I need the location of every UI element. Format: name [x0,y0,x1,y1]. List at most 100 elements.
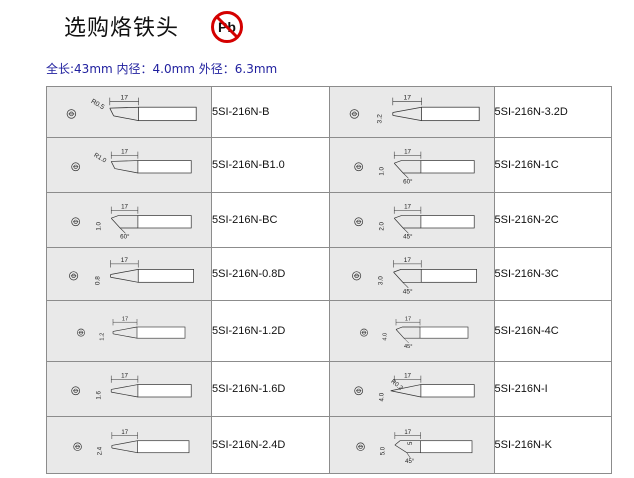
tip-body [419,440,472,454]
end-view-icon [355,442,365,451]
part-code-cell: 5SI-216N-0.8D [211,247,330,301]
part-code-cell: 5SI-216N-2.4D [211,416,330,474]
part-code: 5SI-216N-4C [494,325,559,337]
diameter-label: 5.0 [380,446,386,455]
diameter-label: 1.6 [96,390,103,399]
tip-diagram: 3.045°17 [351,257,477,295]
end-view-icon [73,442,82,451]
part-code: 5SI-216N-1.6D [212,383,286,395]
tip-diagram: 3.217 [349,95,480,124]
tip-body [137,215,192,229]
diameter-label: 4.0 [378,392,385,401]
end-view-icon [77,328,85,337]
tip-figure-cell: 1.2 17 [46,300,212,362]
angle-label: 60° [120,234,130,241]
end-view-icon [69,271,79,281]
radius-label: R1.0 [92,152,107,165]
tip-body [420,269,477,283]
part-code-cell: 5SI-216N-2C [493,192,612,248]
part-code-cell: 5SI-216N-I [493,361,612,417]
length-label: 17 [121,257,129,264]
length-label: 17 [404,430,411,436]
end-view-icon [353,386,363,396]
part-code-cell: 5SI-216N-BC [211,192,330,248]
tip-drawing: 5.045°517 [355,430,472,465]
part-code-cell: 5SI-216N-1.6D [211,361,330,417]
table-row: 0.8 17 5SI-216N-0.8D 3.0 45° 17 5SI-216N-3C [46,247,612,301]
tip-body [137,160,192,174]
diameter-label: 3.2 [376,114,383,124]
tip-drawing: 0.8 17 [69,257,194,285]
tip-drawing: 2.045°17 [353,203,475,241]
end-view-icon [71,386,81,396]
end-view-icon [353,162,363,172]
tip-drawing: R0.517 [66,95,197,122]
length-label: 17 [121,430,128,436]
length-label: 17 [122,317,128,323]
part-code-cell: 5SI-216N-4C [493,300,612,362]
tip-figure-cell: 2.4 17 [46,416,212,474]
end-view-icon [351,271,361,281]
tip-diagram: 1.2 17 [77,317,186,341]
tip-body [137,440,190,454]
radius-label: R0.5 [90,98,106,111]
part-code: 5SI-216N-I [494,383,548,395]
part-code: 5SI-216N-B1.0 [212,159,285,171]
diameter-label: 0.8 [94,276,101,285]
tip-diagram: 4.0R0.217 [353,372,475,401]
tip-figure-cell: 0.8 17 [46,247,212,301]
tip-drawing: 2.4 17 [73,430,190,455]
tip-body [419,326,468,339]
tip-body [136,326,186,339]
tip-body [137,269,194,283]
end-view-icon [353,217,363,227]
diameter-label: 1.2 [99,333,105,341]
tip-diagram: 2.4 17 [73,430,190,455]
angle-label: 60° [403,179,413,186]
tip-diagram: 1.6 17 [71,372,192,400]
part-code: 5SI-216N-2C [494,214,559,226]
length-label: 17 [404,148,411,155]
part-code-cell: 5SI-216N-3C [493,247,612,301]
angle-label: 45° [402,287,412,295]
part-code: 5SI-216N-1.2D [212,325,286,337]
tip-drawing: 3.045°17 [351,257,477,295]
angle-label: 45° [403,234,413,241]
end-view-icon [349,109,359,119]
end-view-icon [71,217,81,227]
diameter-label: 2.4 [98,446,104,455]
tip-diagram: R0.517 [66,95,197,122]
tip-drawing: 1.2 17 [77,317,186,341]
part-code-cell: 5SI-216N-B [211,86,330,138]
length-label: 17 [404,317,410,323]
diameter-label: 3.0 [377,276,384,285]
length-label: 17 [121,372,128,379]
tip-diagram: 2.045°17 [353,203,475,241]
tip-drawing: 1.6 17 [71,372,192,400]
part-code-cell: 5SI-216N-K [493,416,612,474]
tip-drawing: 1.060°17 [71,203,192,241]
part-code: 5SI-216N-0.8D [212,268,286,280]
diameter-label: 4.0 [382,333,388,341]
length-label: 17 [121,203,128,210]
tip-body [420,106,480,122]
diameter-label: 2.0 [378,221,385,230]
part-code-cell: 5SI-216N-B1.0 [211,137,330,193]
tip-body [420,160,475,174]
